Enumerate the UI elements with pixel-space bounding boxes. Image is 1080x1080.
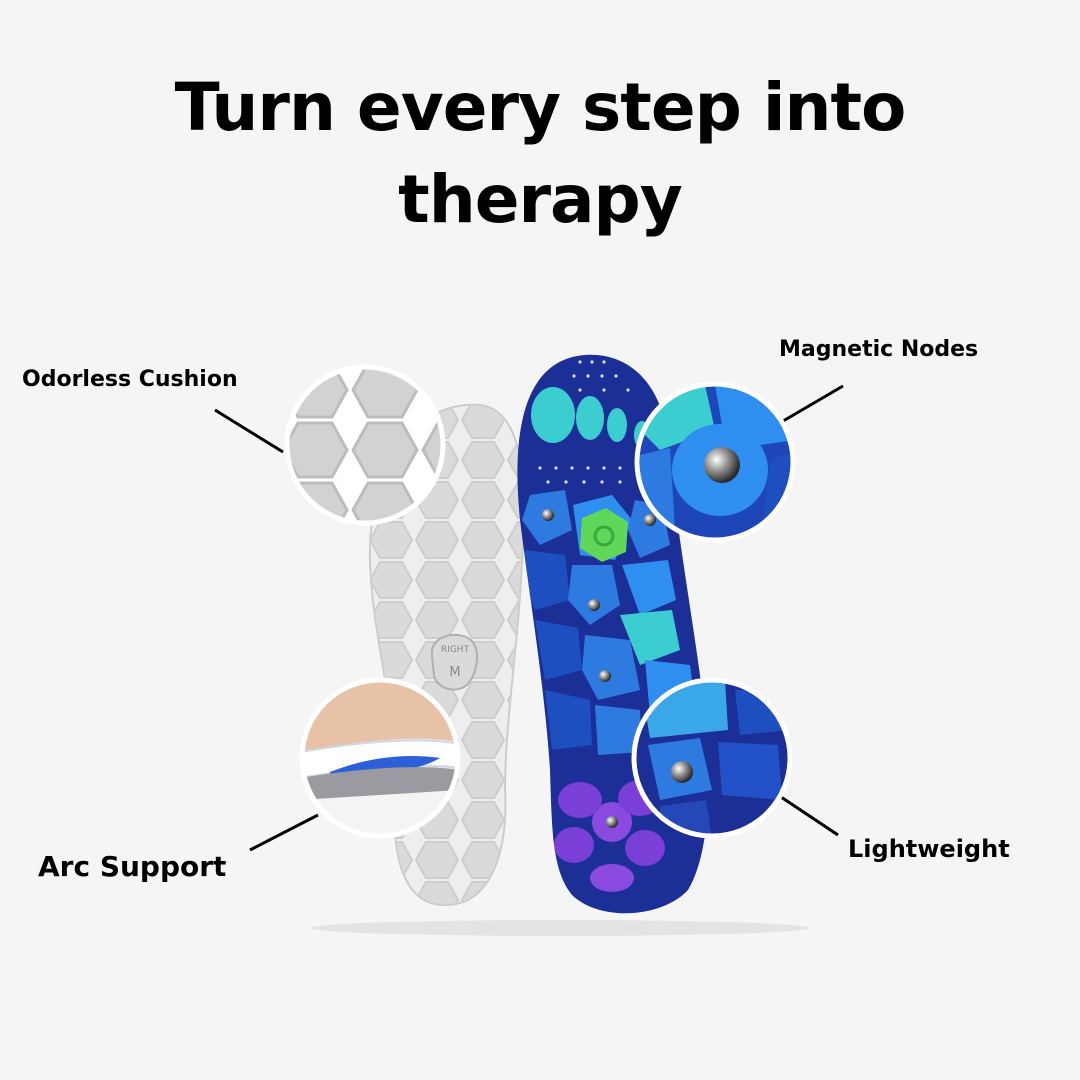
zoom-circle-magnetic [634, 381, 796, 543]
zoom-circle-arc [299, 677, 461, 839]
insole-size-stamp: M [449, 665, 460, 680]
zoom-circle-lightweight [631, 677, 793, 839]
headline-line-2: therapy [398, 161, 683, 238]
headline-line-1: Turn every step into [174, 69, 907, 146]
leader-line-lightweight [777, 793, 839, 837]
ground-shadow [310, 920, 810, 936]
callout-magnetic-nodes: Magnetic Nodes [779, 337, 979, 362]
leader-line-odorless [214, 408, 284, 454]
insole-side-stamp: RIGHT [441, 645, 470, 655]
callout-lightweight: Lightweight [848, 835, 1010, 863]
leader-line-magnetic [777, 384, 844, 426]
headline: Turn every step into therapy [0, 62, 1080, 246]
zoom-circle-cushion [284, 364, 446, 526]
callout-arc-support: Arc Support [38, 850, 227, 883]
leader-line-arc [249, 813, 319, 852]
callout-odorless-cushion: Odorless Cushion [22, 367, 238, 392]
